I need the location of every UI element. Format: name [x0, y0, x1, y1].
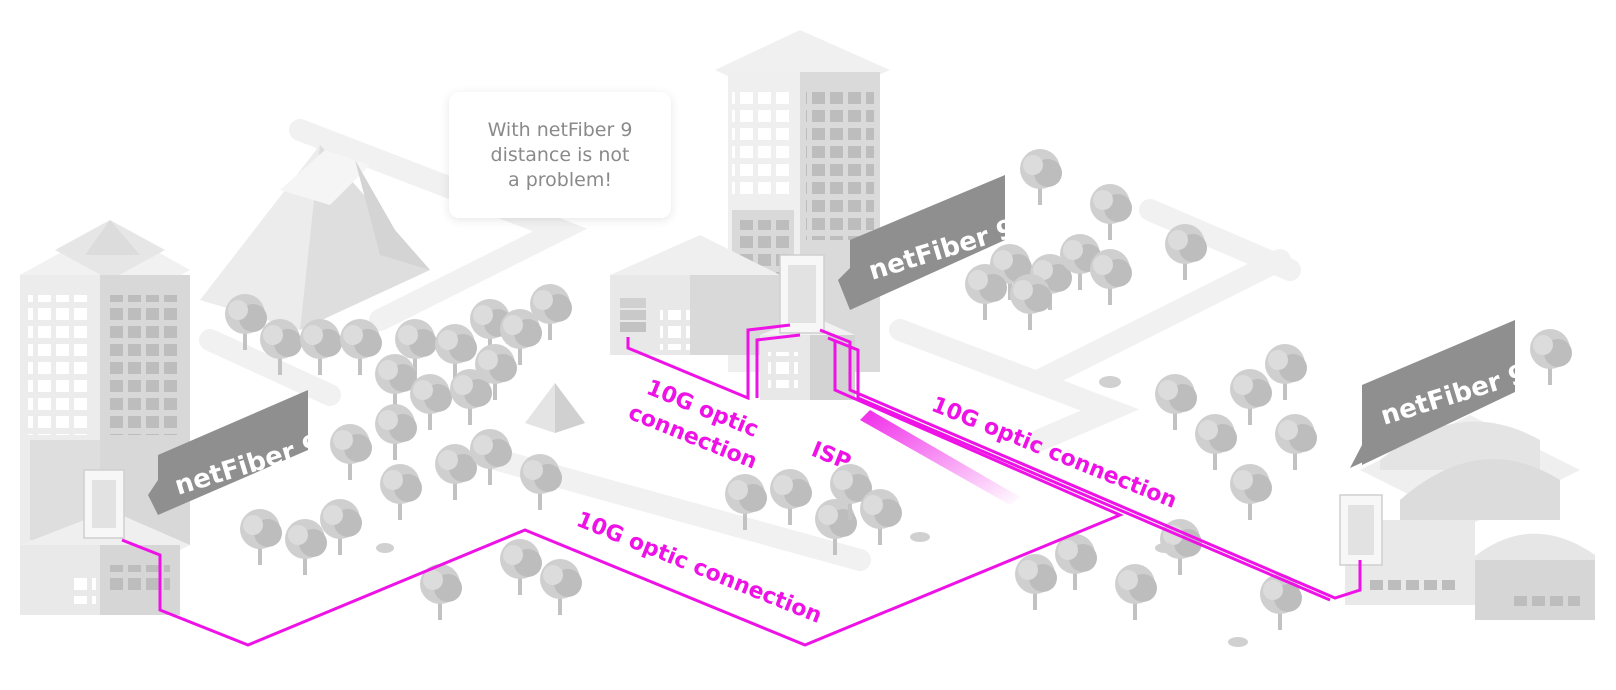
pyramid-large	[200, 145, 430, 330]
rocks	[376, 376, 1248, 647]
callout-text: With netFiber 9 distance is not a proble…	[487, 118, 633, 191]
left-building	[20, 220, 190, 615]
callout-box: With netFiber 9 distance is not a proble…	[449, 92, 671, 218]
right-hangar	[1339, 415, 1595, 620]
fiber-lines	[121, 323, 1362, 647]
label-right-link: 10G optic connection	[928, 392, 1181, 513]
tag-right: netFiber 9	[1350, 320, 1531, 468]
isp-beam	[860, 410, 1020, 505]
fiber-line-right-b	[827, 336, 1331, 602]
pyramid-small	[525, 383, 585, 433]
fiber-line-left	[121, 340, 1124, 647]
fiber-line-isp	[755, 333, 801, 398]
fiber-line-right-a	[819, 328, 1362, 600]
fiber-line-center-left	[626, 323, 791, 401]
center-building	[610, 30, 890, 400]
